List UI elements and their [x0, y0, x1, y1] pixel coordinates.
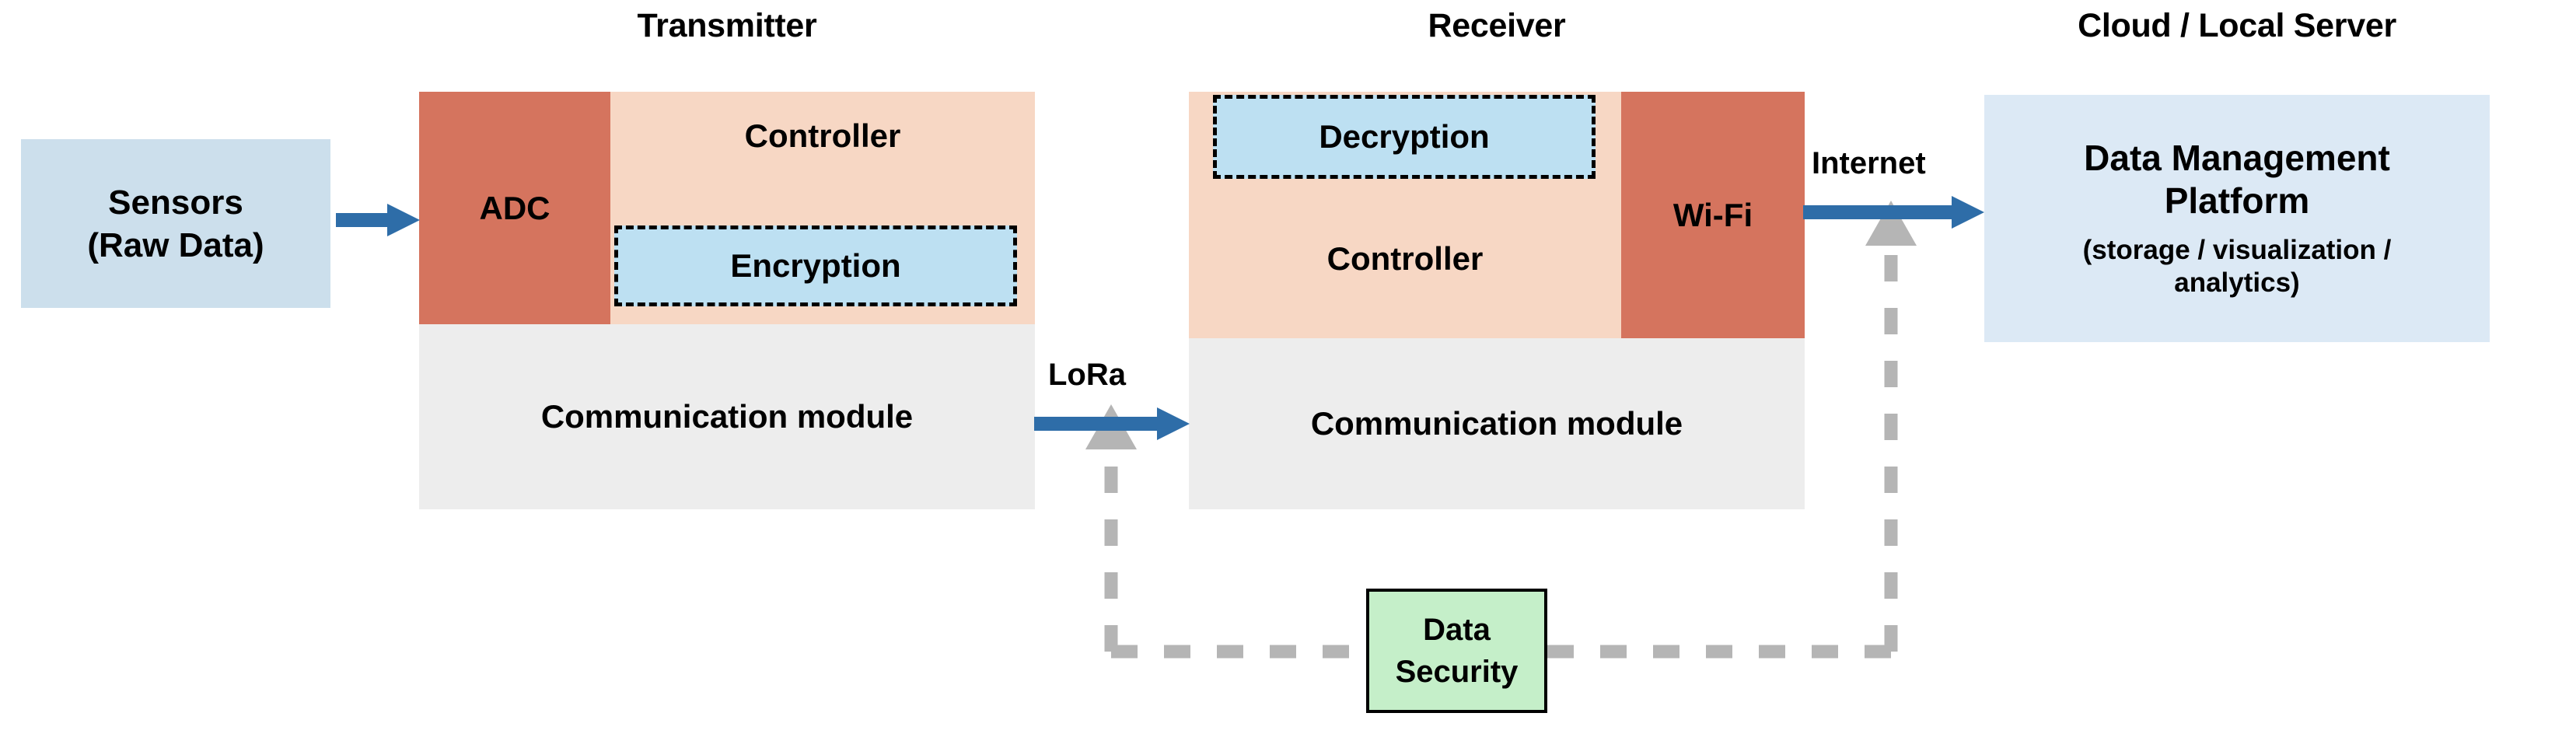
receiver-wifi-label: Wi-Fi	[1672, 196, 1753, 233]
transmitter-controller-text-wrap: Controller	[610, 109, 1035, 163]
platform-title: Data Management Platform	[2084, 137, 2390, 222]
data-security-line-2: Security	[1395, 655, 1519, 689]
platform-title-line-2: Platform	[2164, 180, 2310, 222]
data-security-box[interactable]: Data Security	[1366, 589, 1547, 713]
data-management-platform-box[interactable]: Data Management Platform (storage / visu…	[1984, 95, 2490, 342]
section-title-receiver: Receiver	[1428, 6, 1566, 44]
arrow-internet	[1803, 196, 1984, 229]
link-label-lora: LoRa	[1048, 358, 1126, 392]
receiver-decryption-box[interactable]: Decryption	[1213, 95, 1596, 179]
sensors-label: Sensors (Raw Data)	[87, 181, 264, 267]
transmitter-comm-label: Communication module	[540, 398, 914, 435]
data-security-label: Data Security	[1396, 609, 1519, 693]
security-internet-arrowhead	[1865, 201, 1917, 246]
receiver-wifi-block[interactable]: Wi-Fi	[1621, 92, 1805, 338]
data-security-line-1: Data	[1423, 613, 1491, 647]
receiver-comm-label: Communication module	[1310, 405, 1683, 442]
arrow-sensors-to-adc	[336, 204, 420, 236]
transmitter-adc-block[interactable]: ADC	[419, 92, 610, 324]
transmitter-comm-module[interactable]: Communication module	[419, 324, 1035, 509]
transmitter-encryption-box[interactable]: Encryption	[614, 225, 1017, 306]
security-lora-arrowhead	[1085, 404, 1137, 449]
sensors-line-1: Sensors	[108, 183, 243, 222]
link-label-internet: Internet	[1812, 146, 1926, 180]
transmitter-encryption-label: Encryption	[730, 247, 901, 285]
arrow-lora	[1034, 407, 1190, 440]
receiver-controller-label: Controller	[1326, 239, 1484, 277]
receiver-controller-label-wrap: Controller	[1189, 179, 1621, 338]
platform-subtitle: (storage / visualization / analytics)	[2083, 234, 2392, 300]
sensors-box[interactable]: Sensors (Raw Data)	[21, 139, 330, 308]
platform-subtitle-line-1: (storage / visualization /	[2082, 234, 2392, 265]
receiver-decryption-label: Decryption	[1319, 118, 1490, 156]
platform-subtitle-line-2: analytics)	[2174, 267, 2300, 299]
section-title-transmitter: Transmitter	[637, 6, 817, 44]
platform-title-line-1: Data Management	[2084, 138, 2390, 179]
receiver-comm-module[interactable]: Communication module	[1189, 338, 1805, 509]
section-title-server: Cloud / Local Server	[2078, 6, 2396, 44]
transmitter-controller-text: Controller	[744, 117, 901, 155]
sensors-line-2: (Raw Data)	[87, 225, 264, 264]
transmitter-adc-label: ADC	[479, 189, 551, 226]
